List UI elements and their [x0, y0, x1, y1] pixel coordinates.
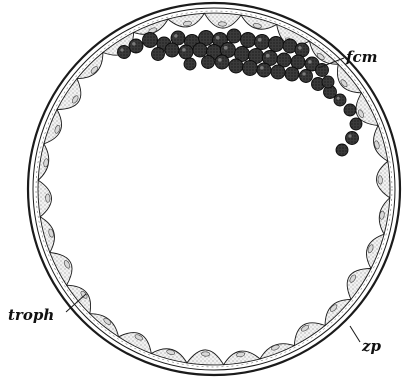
inner-cell-mass-cell	[269, 37, 284, 52]
trophoblast-nucleus	[218, 22, 227, 27]
trophoblast-nucleus	[201, 352, 210, 357]
inner-cell-mass-cell	[344, 104, 356, 116]
trophoblast-nucleus	[45, 194, 50, 203]
cell-nucleus-highlight	[218, 58, 222, 62]
inner-cell-mass-cell	[227, 29, 241, 43]
inner-cell-mass-cell	[316, 64, 329, 77]
inner-cell-mass-cell	[229, 59, 243, 73]
inner-cell-mass-cell	[336, 144, 348, 156]
cell-nucleus-highlight	[266, 54, 270, 58]
inner-cell-mass-cell	[193, 43, 207, 57]
inner-cell-mass-cell	[241, 33, 256, 48]
inner-cell-mass-cell	[300, 70, 313, 83]
inner-cell-mass-cell	[215, 55, 229, 69]
cell-nucleus-highlight	[298, 46, 302, 50]
leader-line-zp	[350, 326, 360, 342]
cell-nucleus-highlight	[302, 72, 305, 75]
cell-nucleus-highlight	[337, 97, 340, 100]
inner-cell-mass-cell	[184, 58, 196, 70]
label-fcm: fcm	[346, 50, 377, 65]
inner-cell-mass-cell	[271, 65, 285, 79]
inner-cell-mass-cell	[152, 48, 165, 61]
cell-nucleus-highlight	[120, 48, 123, 51]
inner-cell-mass-cell	[118, 46, 131, 59]
inner-cell-mass-cell	[179, 45, 193, 59]
leader-lines	[66, 58, 360, 342]
label-zp: zp	[362, 339, 381, 354]
inner-cell-mass-cell	[322, 76, 334, 88]
trophoblast-layer	[38, 13, 390, 365]
inner-cell-mass-cell	[202, 56, 215, 69]
trophoblast-nucleus	[378, 176, 383, 185]
cell-nucleus-highlight	[258, 38, 262, 42]
inner-cell-mass-cell	[346, 132, 359, 145]
inner-cell-mass-cell	[285, 67, 299, 81]
cell-nucleus-highlight	[216, 36, 220, 40]
label-troph: troph	[8, 308, 54, 323]
cell-nucleus-highlight	[182, 48, 186, 52]
cell-nucleus-highlight	[132, 42, 136, 46]
inner-cell-mass-cell	[257, 63, 271, 77]
trophoblast-cell	[325, 299, 351, 325]
cell-nucleus-highlight	[174, 34, 178, 38]
cell-nucleus-highlight	[348, 134, 351, 137]
cell-nucleus-highlight	[224, 46, 228, 50]
inner-cell-mass-cell	[143, 33, 158, 48]
inner-cell-mass	[118, 29, 363, 156]
inner-cell-mass-cell	[243, 61, 258, 76]
inner-cell-mass-cell	[129, 39, 143, 53]
inner-cell-mass-cell	[165, 43, 179, 57]
inner-cell-mass-cell	[334, 94, 346, 106]
inner-cell-mass-cell	[350, 118, 362, 130]
cell-nucleus-highlight	[308, 60, 312, 64]
cell-nucleus-highlight	[260, 66, 264, 70]
trophoblast-cell	[77, 53, 103, 79]
inner-cell-mass-cell	[255, 35, 270, 50]
